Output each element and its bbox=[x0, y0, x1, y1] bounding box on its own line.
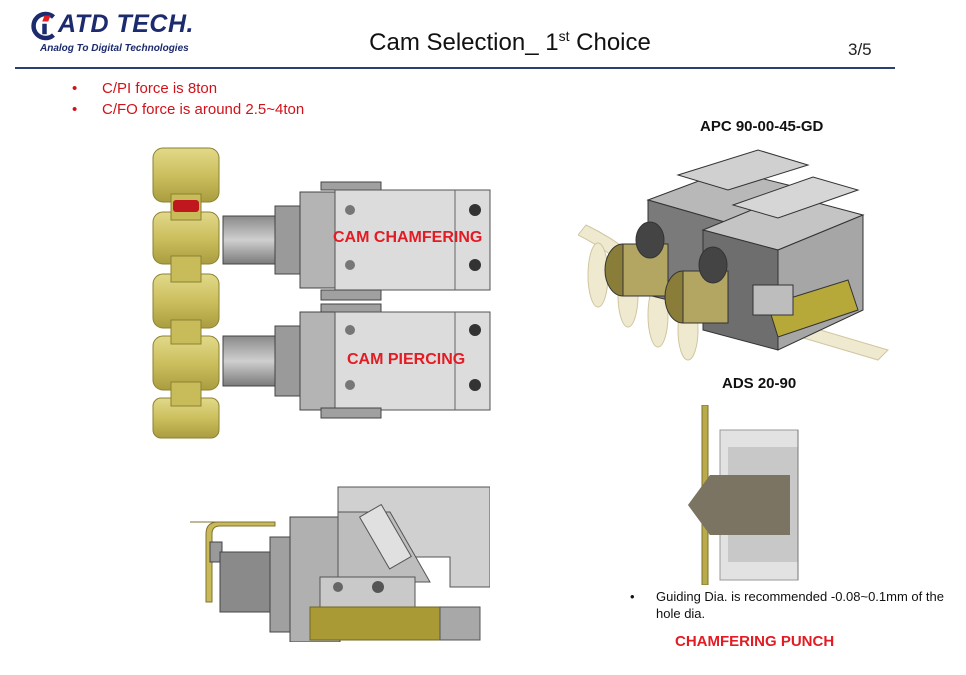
logo-tagline: Analog To Digital Technologies bbox=[40, 43, 189, 54]
chamfering-punch-label: CHAMFERING PUNCH bbox=[675, 633, 835, 650]
bullet-item: C/PI force is 8ton bbox=[72, 78, 304, 99]
ads-model-label: ADS 20-90 bbox=[722, 375, 797, 392]
cam-piercing-unit bbox=[222, 303, 491, 419]
chamfering-punch-section bbox=[688, 405, 799, 585]
header-divider bbox=[15, 67, 895, 69]
page-title: Cam Selection_ 1st Choice bbox=[369, 28, 651, 56]
apc-cam-3d-image bbox=[578, 149, 889, 361]
page-number: 3/5 bbox=[848, 40, 872, 59]
atd-logo-mark bbox=[31, 11, 55, 41]
red-marker bbox=[173, 200, 199, 212]
strip-parts bbox=[152, 147, 220, 439]
cam-piercing-label: CAM PIERCING bbox=[347, 351, 466, 368]
force-notes: C/PI force is 8ton C/FO force is around … bbox=[72, 78, 304, 120]
logo-text: ATD TECH. bbox=[58, 10, 194, 38]
note-bullet: • bbox=[630, 589, 635, 604]
driver-cylinders bbox=[604, 221, 729, 324]
note-text: Guiding Dia. is recommended -0.08~0.1mm … bbox=[656, 589, 944, 621]
apc-model-label: APC 90-00-45-GD bbox=[700, 118, 824, 135]
cam-chamfering-label: CAM CHAMFERING bbox=[333, 229, 483, 246]
cam-chamfering-unit bbox=[222, 181, 491, 301]
cam-assembly-top-view bbox=[152, 147, 491, 439]
guiding-dia-note: • Guiding Dia. is recommended -0.08~0.1m… bbox=[630, 588, 960, 622]
bullet-item: C/FO force is around 2.5~4ton bbox=[72, 99, 304, 120]
cam-side-view bbox=[190, 486, 490, 642]
